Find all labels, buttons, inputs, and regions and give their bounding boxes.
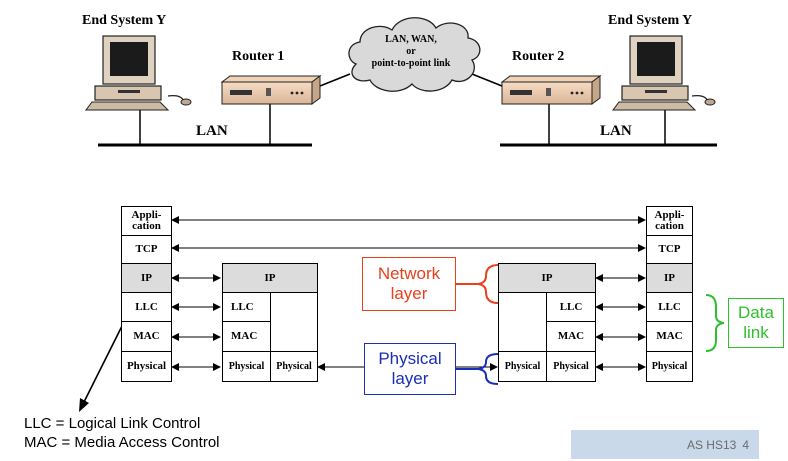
stack-router1-ip: IP <box>222 263 318 293</box>
legend-llc: LLC = Logical Link Control <box>24 415 201 432</box>
network-topology <box>85 17 717 147</box>
stack-right-tcp: TCP <box>646 235 693 264</box>
stack-router1-empty <box>270 292 318 352</box>
stack-router2-physical-a: Physical <box>498 351 547 382</box>
stack-left-physical: Physical <box>121 351 172 382</box>
router-2-label: Router 2 <box>512 49 565 64</box>
stack-router2-mac: MAC <box>546 321 596 352</box>
router-2-icon <box>500 75 602 105</box>
stack-right-ip: IP <box>646 263 693 293</box>
stack-left-tcp: TCP <box>121 235 172 264</box>
lan-right-label: LAN <box>600 123 632 139</box>
cloud-label: LAN, WAN, or point-to-point link <box>371 34 451 69</box>
physical-layer-callout: Physical layer <box>364 343 456 395</box>
legend-mac: MAC = Media Access Control <box>24 434 220 451</box>
stack-router1-mac: MAC <box>222 321 271 352</box>
stack-right-mac: MAC <box>646 321 693 352</box>
stack-router2-llc: LLC <box>546 292 596 322</box>
stack-router2-physical-b: Physical <box>546 351 596 382</box>
data-link-callout: Data link <box>728 298 784 348</box>
stack-right-llc: LLC <box>646 292 693 322</box>
footer-page-number: 4 <box>742 437 749 452</box>
stack-router2-empty <box>498 292 547 352</box>
data-link-brace <box>705 294 725 352</box>
end-system-right-label: End System Y <box>608 13 693 28</box>
end-system-left-label: End System Y <box>82 13 167 28</box>
stack-router1-llc: LLC <box>222 292 271 322</box>
stack-left-application: Appli- cation <box>121 206 172 236</box>
footer-bar: AS HS13 4 <box>571 430 759 459</box>
router-1-label: Router 1 <box>232 49 285 64</box>
router-1-icon <box>220 75 322 105</box>
cloud-icon <box>348 17 481 92</box>
stack-left-ip: IP <box>121 263 172 293</box>
stack-router2-ip: IP <box>498 263 596 293</box>
legend: LLC = Logical Link Control MAC = Media A… <box>24 414 220 452</box>
network-layer-callout: Network layer <box>362 257 456 311</box>
computer-left-icon <box>85 35 192 111</box>
stack-right-application: Appli- cation <box>646 206 693 236</box>
stack-router1-physical-b: Physical <box>270 351 318 382</box>
stack-right-physical: Physical <box>646 351 693 382</box>
stack-left-llc: LLC <box>121 292 172 322</box>
footer-course: AS HS13 <box>686 437 737 452</box>
lan-left-label: LAN <box>196 123 228 139</box>
stack-left-mac: MAC <box>121 321 172 352</box>
computer-right-icon <box>612 35 716 111</box>
network-layer-bracket <box>477 264 499 304</box>
physical-layer-bracket <box>477 353 499 385</box>
stack-router1-physical-a: Physical <box>222 351 271 382</box>
